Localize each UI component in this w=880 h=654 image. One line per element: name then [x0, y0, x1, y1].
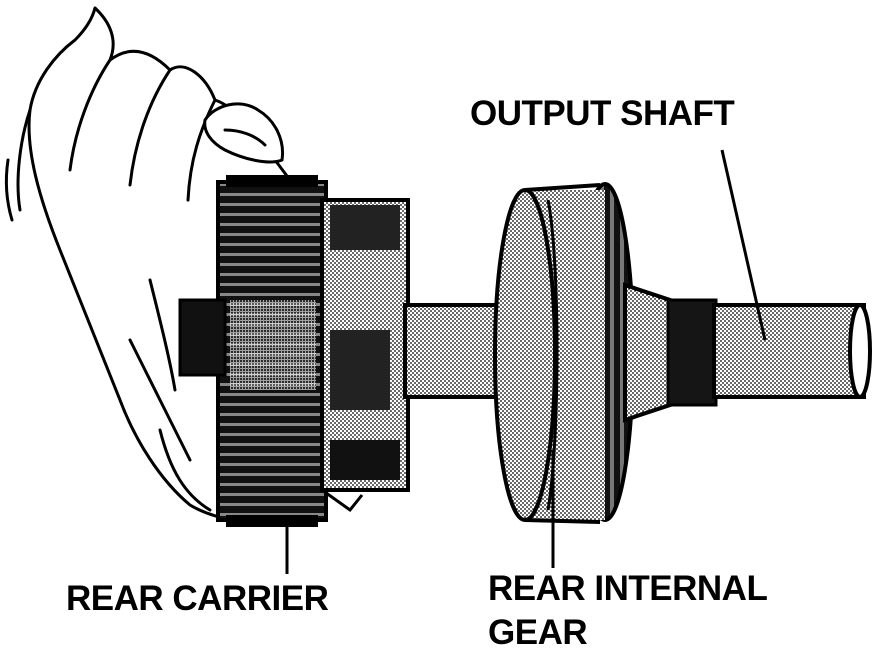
label-output-shaft: OUTPUT SHAFT	[470, 94, 734, 133]
output-shaft	[623, 282, 872, 423]
rear-internal-gear	[493, 182, 635, 524]
callout-leaders	[285, 149, 767, 574]
label-rear-internal-gear-line1: REAR INTERNAL	[488, 569, 767, 608]
label-rear-internal-gear-line2: GEAR	[488, 613, 587, 652]
carrier-pinion-housing	[320, 198, 410, 513]
leader-output-shaft	[720, 149, 767, 341]
label-rear-carrier: REAR CARRIER	[66, 579, 329, 618]
rear-carrier	[216, 175, 328, 527]
carrier-hub	[178, 298, 227, 377]
